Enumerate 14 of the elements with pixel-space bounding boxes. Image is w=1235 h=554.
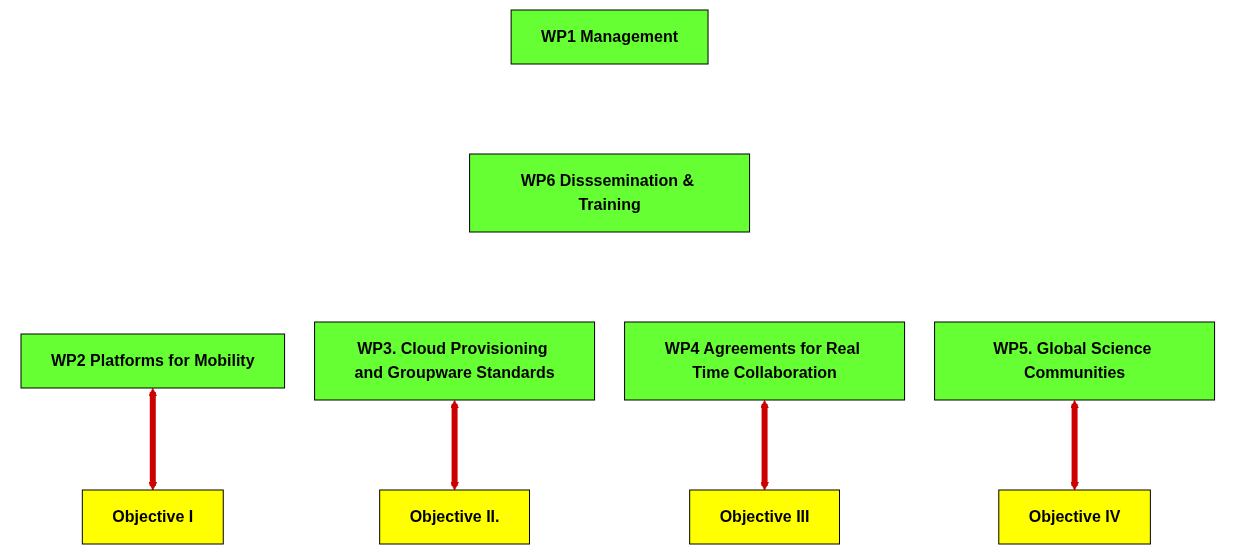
arrow — [148, 388, 157, 491]
arrow — [759, 400, 769, 491]
node-box: WP6 Disssemination & Training — [468, 153, 750, 233]
node-box: WP1 Management — [510, 9, 709, 65]
arrow — [1069, 400, 1079, 491]
node-box: WP4 Agreements for Real Time Collaboration — [623, 321, 905, 401]
node-box: WP3. Cloud Provisioning and Groupware Standards — [313, 321, 595, 401]
node-box: WP5. Global Science Communities — [933, 321, 1215, 401]
node-box: WP2 Platforms for Mobility — [20, 333, 285, 389]
node-box: Objective I — [81, 489, 224, 545]
node-box: Objective II. — [378, 489, 530, 545]
node-box: Objective IV — [998, 489, 1151, 545]
node-box: Objective III — [688, 489, 840, 545]
arrow — [449, 400, 459, 491]
